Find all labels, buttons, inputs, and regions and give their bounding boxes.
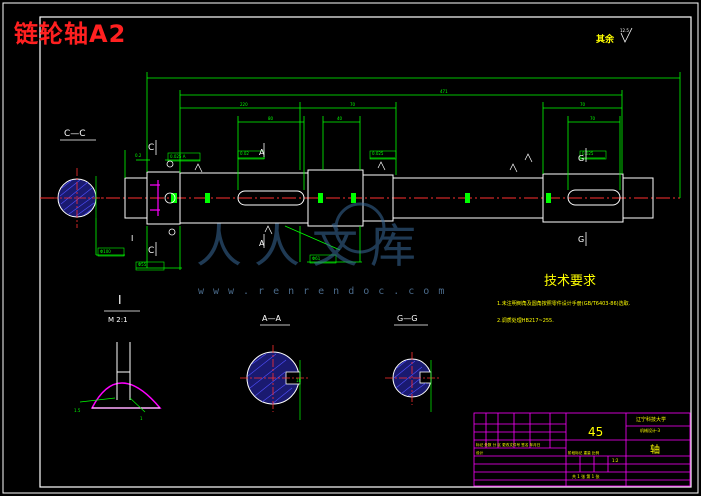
- title-drawing-no: 机械设计-3: [640, 427, 660, 433]
- svg-text:18: 18: [296, 378, 302, 383]
- tech-req-item-2: 2.调质处理HB217~255.: [497, 317, 554, 324]
- roughness-value: 12.5: [620, 28, 629, 33]
- watermark-logo: 人人文库: [196, 202, 428, 273]
- title-header-row: 标记 处数 分 区 更改文件号 签名 年月日: [476, 442, 540, 447]
- title-scale: 1:2: [612, 458, 619, 463]
- svg-text:0.02: 0.02: [240, 151, 249, 156]
- section-aa: A—A 18: [240, 314, 308, 420]
- svg-text:70: 70: [590, 116, 596, 121]
- watermark-logo-text: 人人文库: [196, 219, 428, 273]
- svg-text:1: 1: [140, 416, 143, 421]
- keyway-left: [237, 190, 305, 206]
- svg-text:0.025: 0.025: [582, 151, 594, 156]
- inner-frame: [39, 16, 692, 488]
- section-gg: G—G: [385, 314, 440, 412]
- mark-c-top: C: [148, 143, 154, 153]
- tech-req-item-1: 1.未注明倒角及圆角按照零件设计手册(GB/T6403-86)选取.: [497, 300, 631, 307]
- tech-req-title: 技术要求: [544, 274, 596, 289]
- svg-text:Φ55: Φ55: [138, 262, 147, 267]
- detail-i: I M 2:1 1.5 1: [74, 293, 162, 421]
- keyway-right: [567, 189, 621, 206]
- section-aa-label: A—A: [262, 314, 281, 323]
- title-stage-row: 阶段标记 重量 比例: [568, 450, 599, 455]
- section-gg-label: G—G: [397, 314, 417, 323]
- mark-g-top: G: [578, 154, 584, 163]
- svg-text:0.025 A: 0.025 A: [170, 154, 186, 159]
- roughness-symbol-icon: [620, 27, 633, 43]
- section-cc: C—C: [50, 129, 104, 228]
- svg-text:40: 40: [337, 116, 343, 121]
- svg-text:0.2: 0.2: [135, 153, 142, 158]
- mark-a-bottom: A: [259, 239, 265, 248]
- svg-text:70: 70: [580, 102, 586, 107]
- title-material: 45: [588, 425, 603, 439]
- title-design-row: 设计: [476, 450, 484, 455]
- svg-text:220: 220: [240, 102, 248, 107]
- mark-i: I: [131, 234, 133, 243]
- svg-text:471: 471: [440, 89, 448, 94]
- mark-c-bottom: C: [148, 246, 154, 256]
- drawing-title: 链轮轴A2: [14, 20, 127, 48]
- detail-i-label: I: [118, 293, 122, 307]
- svg-text:0.025: 0.025: [372, 151, 384, 156]
- title-part-name: 轴: [650, 443, 660, 456]
- section-cc-label: C—C: [64, 129, 86, 139]
- mark-a-top: A: [259, 148, 265, 157]
- mark-g-bottom: G: [578, 235, 584, 244]
- title-sheets: 共 1 张 第 1 张: [572, 473, 599, 479]
- watermark-url: www.renrendoc.com: [198, 286, 454, 297]
- svg-text:1.5: 1.5: [74, 408, 81, 413]
- svg-text:80: 80: [268, 116, 274, 121]
- roughness-note: 其余: [596, 33, 615, 45]
- detail-i-scale: M 2:1: [108, 316, 128, 324]
- title-school: 辽宁科技大学: [636, 416, 666, 423]
- title-block: [473, 412, 691, 487]
- svg-text:Φ61: Φ61: [312, 256, 321, 261]
- svg-text:Φ100: Φ100: [100, 249, 111, 254]
- svg-text:70: 70: [350, 102, 356, 107]
- shaft-main-view: 220 70 471 70 80 40 70 0.025 A 0.02 0.02…: [40, 72, 681, 271]
